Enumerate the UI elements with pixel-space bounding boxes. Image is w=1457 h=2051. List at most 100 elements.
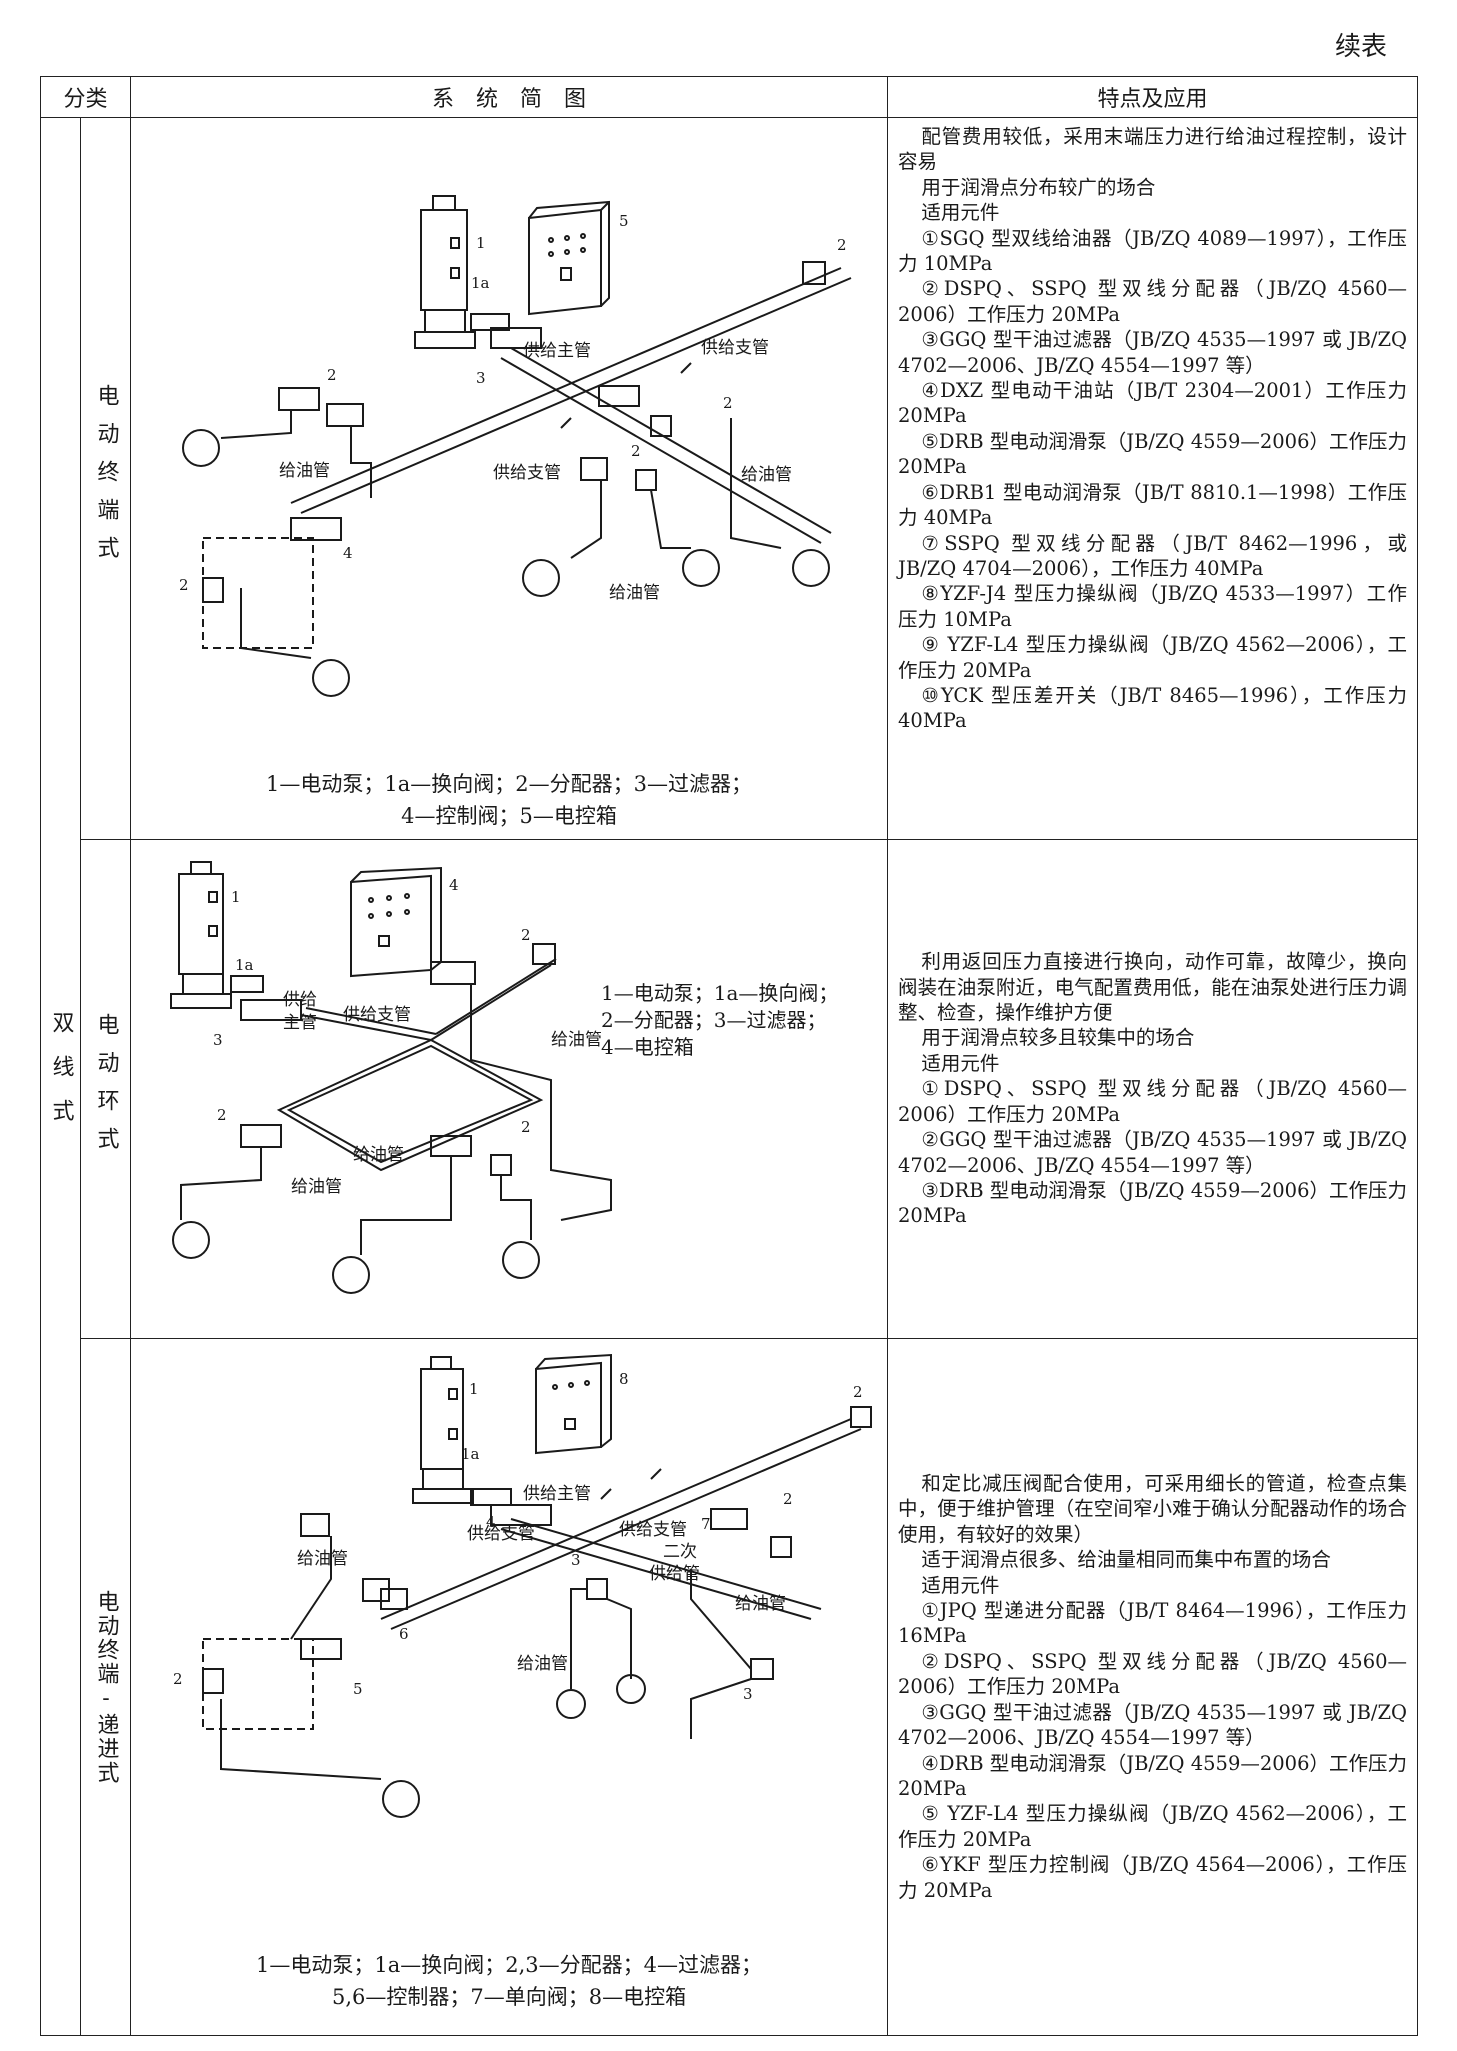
part-number: 1a — [461, 1445, 480, 1463]
distributor-icons — [202, 261, 827, 603]
system-diagram-loop: 1 1a 4 2 2 2 3 供给 主管 供给支管 给油管 给油管 给油管 — [170, 861, 613, 1294]
label-feed-pipe: 给油管 — [741, 465, 792, 485]
feature-line: ⑥DRB1 型电动润滑泵（JB/T 8810.1—1998）工作压力 40MPa — [898, 480, 1408, 530]
label-supply-branch: 供给支管 — [343, 1005, 411, 1025]
part-number: 2 — [217, 1106, 227, 1124]
label-supply-branch: 供给支管 — [701, 338, 769, 358]
diagram-caption: 1—电动泵；1a—换向阀；2—分配器；3—过滤器； 4—控制阀；5—电控箱 — [131, 768, 887, 832]
type-cell: 电动环式 — [79, 839, 132, 1339]
label-secondary-supply: 二次 — [663, 1542, 697, 1562]
type-label: 电动终端-递进式 — [93, 1589, 119, 1785]
feature-line: ①SGQ 型双线给油器（JB/ZQ 4089—1997），工作压力 10MPa — [898, 226, 1408, 276]
part-number: 2 — [521, 1118, 531, 1136]
part-number: 2 — [179, 576, 189, 594]
feature-line: ⑤ YZF-L4 型压力操纵阀（JB/ZQ 4562—2006），工作压力 20… — [898, 1802, 1408, 1851]
table-row: 电动终端-递进式 — [41, 1338, 1419, 2036]
feature-line: 和定比减压阀配合使用，可采用细长的管道，检查点集中，便于维护管理（在空间窄小难于… — [898, 1472, 1408, 1546]
label-supply-branch: 供给支管 — [467, 1524, 535, 1544]
diagram-cell: 1 1a 4 2 2 2 3 供给 主管 供给支管 给油管 给油管 给油管 1—… — [130, 839, 889, 1339]
label-supply-main: 供给主管 — [523, 341, 591, 361]
part-number: 2 — [853, 1383, 863, 1401]
feature-line: ⑧YZF-J4 型压力操纵阀（JB/ZQ 4533—1997）工作压力 10MP… — [898, 582, 1408, 631]
feature-line: ④DXZ 型电动干油站（JB/T 2304—2001）工作压力 20MPa — [898, 379, 1408, 428]
group-label: 双线式 — [48, 1010, 74, 1143]
electric-pump-icon — [412, 1356, 553, 1526]
part-number: 2 — [327, 366, 337, 384]
part-number: 6 — [399, 1625, 409, 1643]
feed-pipes — [202, 410, 782, 659]
feature-line: ⑤DRB 型电动润滑泵（JB/ZQ 4559—2006）工作压力 20MPa — [898, 429, 1408, 479]
caption-line: 4—电控箱 — [601, 1035, 694, 1059]
caption-line: 2—分配器；3—过滤器； — [601, 1008, 827, 1032]
label-feed-pipe: 给油管 — [279, 461, 330, 481]
control-box-icon — [528, 200, 611, 316]
features-cell: 和定比减压阀配合使用，可采用细长的管道，检查点集中，便于维护管理（在空间窄小难于… — [887, 1338, 1419, 2036]
bearing-icons — [182, 429, 831, 697]
feature-line: ⑥YKF 型压力控制阀（JB/ZQ 4564—2006），工作压力 20MPa — [898, 1853, 1408, 1902]
label-feed-pipe: 给油管 — [291, 1177, 342, 1197]
part-number: 4 — [343, 544, 353, 562]
feature-line: 适于润滑点很多、给油量相同而集中布置的场合 — [921, 1548, 1331, 1572]
part-number: 3 — [743, 1685, 753, 1703]
feed-pipes — [180, 984, 613, 1255]
caption-line: 1—电动泵；1a—换向阀；2,3—分配器；4—过滤器； — [256, 1953, 763, 1977]
feature-line: ⑩YCK 型压差开关（JB/T 8465—1996），工作压力 40MPa — [898, 683, 1408, 733]
label-supply-main: 供给 — [283, 990, 317, 1010]
system-diagram-progressive: 1 1a 8 2 2 2 3 3 4 5 6 7 供给主管 供给支管 供给支管 … — [173, 1353, 873, 1818]
part-number: 3 — [213, 1031, 223, 1049]
feature-line: 适用元件 — [921, 201, 1000, 225]
feature-line: 适用元件 — [921, 1051, 1000, 1075]
part-number: 1 — [231, 888, 241, 906]
supply-main-pipe — [380, 1418, 862, 1630]
type-label: 电动终端式 — [93, 383, 119, 574]
label-secondary-supply: 供给管 — [649, 1564, 700, 1584]
part-number: 1a — [235, 956, 254, 974]
part-number: 3 — [476, 369, 486, 387]
feed-pipes — [202, 1536, 752, 1780]
diagram-caption: 1—电动泵；1a—换向阀；2,3—分配器；4—过滤器； 5,6—控制器；7—单向… — [131, 1949, 887, 2013]
feature-line: 利用返回压力直接进行换向，动作可靠，故障少，换向阀装在油泵附近，电气配置费用低，… — [898, 950, 1408, 1025]
label-feed-pipe: 给油管 — [609, 583, 660, 603]
feature-line: ④DRB 型电动润滑泵（JB/ZQ 4559—2006）工作压力 20MPa — [898, 1751, 1408, 1800]
electric-pump-icon — [170, 861, 303, 1021]
caption-line: 1—电动泵；1a—换向阀； — [601, 981, 839, 1005]
part-number: 4 — [449, 876, 459, 894]
part-number: 2 — [631, 442, 641, 460]
caption-line: 5,6—控制器；7—单向阀；8—电控箱 — [331, 1985, 687, 2009]
feature-line: ③GGQ 型干油过滤器（JB/ZQ 4535—1997 或 JB/ZQ 4702… — [898, 1700, 1408, 1750]
diagram-cell: 1 1a 5 2 2 3 2 2 2 4 供给主管 供给支管 供给支管 给油管 … — [130, 117, 889, 840]
feature-line: ②DSPQ、SSPQ 型双线分配器（JB/ZQ 4560—2006）工作压力 2… — [898, 1649, 1408, 1699]
label-feed-pipe: 给油管 — [551, 1030, 602, 1050]
feature-line: ③GGQ 型干油过滤器（JB/ZQ 4535—1997 或 JB/ZQ 4702… — [898, 328, 1408, 377]
part-number: 1a — [471, 274, 490, 292]
part-number: 1 — [469, 1380, 479, 1398]
system-diagram-terminal: 1 1a 5 2 2 3 2 2 2 4 供给主管 供给支管 供给支管 给油管 … — [179, 195, 852, 697]
header-features: 特点及应用 — [887, 76, 1419, 118]
label-supply-main: 供给主管 — [523, 1484, 591, 1504]
part-number: 3 — [571, 1551, 581, 1569]
diagram-cell: 1 1a 8 2 2 2 3 3 4 5 6 7 供给主管 供给支管 供给支管 … — [130, 1338, 889, 2036]
part-number: 5 — [619, 212, 629, 230]
label-supply-main: 主管 — [283, 1013, 317, 1033]
label-feed-pipe: 给油管 — [297, 1549, 348, 1569]
supply-main-pipe — [290, 267, 852, 544]
distributor-icons — [240, 943, 557, 1176]
part-number: 2 — [723, 394, 733, 412]
bearing-icons — [172, 1221, 541, 1294]
part-number: 2 — [173, 1670, 183, 1688]
label-supply-branch: 供给支管 — [493, 463, 561, 483]
caption-line: 1—电动泵；1a—换向阀；2—分配器；3—过滤器； — [266, 772, 752, 796]
type-cell: 电动终端式 — [79, 117, 132, 840]
header-category: 分类 — [39, 76, 132, 118]
feature-line: 用于润滑点分布较广的场合 — [921, 175, 1156, 199]
feature-line: ①DSPQ、SSPQ 型双线分配器（JB/ZQ 4560—2006）工作压力 2… — [898, 1077, 1408, 1126]
table-row: 双线式 电动终端式 — [40, 117, 1419, 2036]
type-cell: 电动终端-递进式 — [79, 1338, 132, 2036]
feature-line: ①JPQ 型递进分配器（JB/T 8464—1996），工作压力 16MPa — [898, 1599, 1408, 1648]
features-text: 配管费用较低，采用末端压力进行给油过程控制，设计容易 用于润滑点分布较广的场合 … — [888, 118, 1417, 734]
part-number: 1 — [476, 234, 486, 252]
type-label: 电动环式 — [93, 1013, 119, 1165]
feature-line: 用于润滑点较多且较集中的场合 — [921, 1026, 1195, 1050]
label-feed-pipe: 给油管 — [517, 1654, 568, 1674]
part-number: 8 — [619, 1370, 629, 1388]
